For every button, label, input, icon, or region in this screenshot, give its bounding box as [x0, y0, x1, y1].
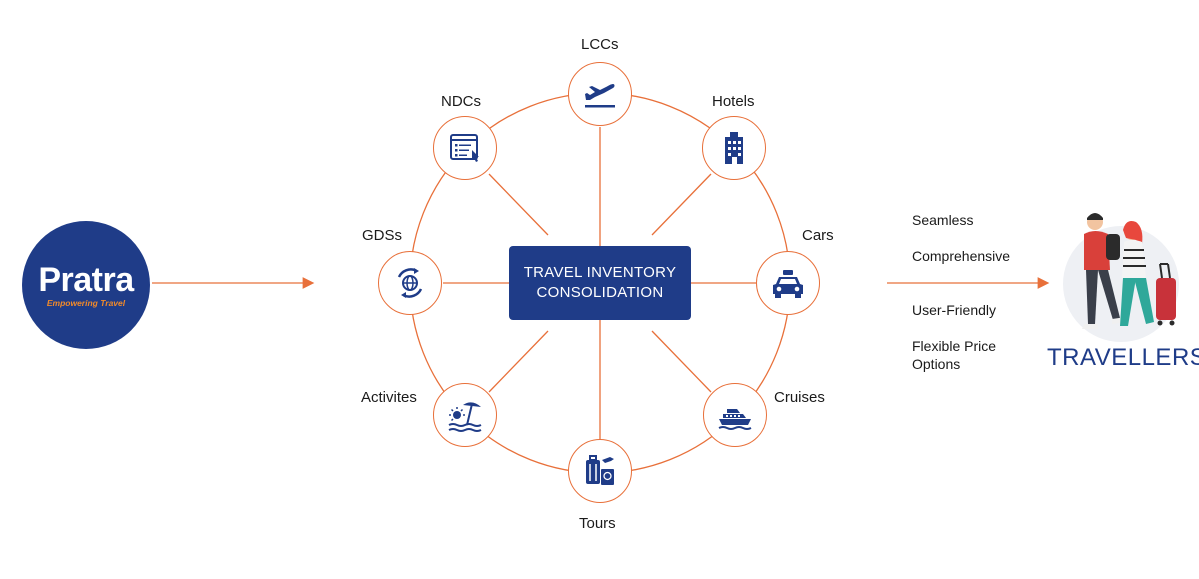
cars-node	[756, 251, 820, 315]
hotels-node	[702, 116, 766, 180]
airplane-takeoff-icon	[585, 84, 615, 108]
gdss-node	[378, 251, 442, 315]
feature-comprehensive: Comprehensive	[912, 248, 1011, 264]
document-list-icon	[450, 134, 479, 162]
logo-tagline: Empowering Travel	[46, 297, 126, 308]
pratra-logo: Pratra Empowering Travel	[22, 221, 150, 349]
logo-wordmark: Pratra	[38, 260, 134, 299]
cruises-label: Cruises	[774, 389, 825, 406]
lccs-label: LCCs	[581, 36, 619, 53]
tours-node	[568, 439, 632, 503]
globe-sync-icon	[397, 268, 423, 298]
cars-label: Cars	[802, 227, 834, 244]
ndcs-label: NDCs	[441, 93, 481, 110]
travellers-illustration	[1082, 213, 1176, 329]
hotels-label: Hotels	[712, 93, 755, 110]
feature-flexible-price-options: Flexible Price Options	[912, 338, 997, 372]
cruises-node	[703, 383, 767, 447]
tours-label: Tours	[579, 515, 616, 532]
gdss-label: GDSs	[362, 227, 403, 244]
cruise-ship-icon	[718, 409, 752, 430]
feature-seamless: Seamless	[912, 212, 974, 228]
travellers-label: TRAVELLERS	[1047, 344, 1199, 371]
travel-inventory-consolidation-box: TRAVEL INVENTORY CONSOLIDATION	[509, 246, 691, 320]
ndcs-node	[433, 116, 497, 180]
activites-node	[433, 383, 497, 447]
activites-label: Activites	[361, 389, 417, 406]
hotel-building-icon	[725, 132, 743, 164]
feature-user-friendly: User-Friendly	[912, 302, 997, 318]
lccs-node	[568, 62, 632, 126]
hub-spokes	[443, 127, 757, 440]
luggage-passport-icon	[586, 455, 614, 485]
beach-umbrella-icon	[448, 402, 482, 432]
taxi-car-icon	[773, 270, 803, 298]
